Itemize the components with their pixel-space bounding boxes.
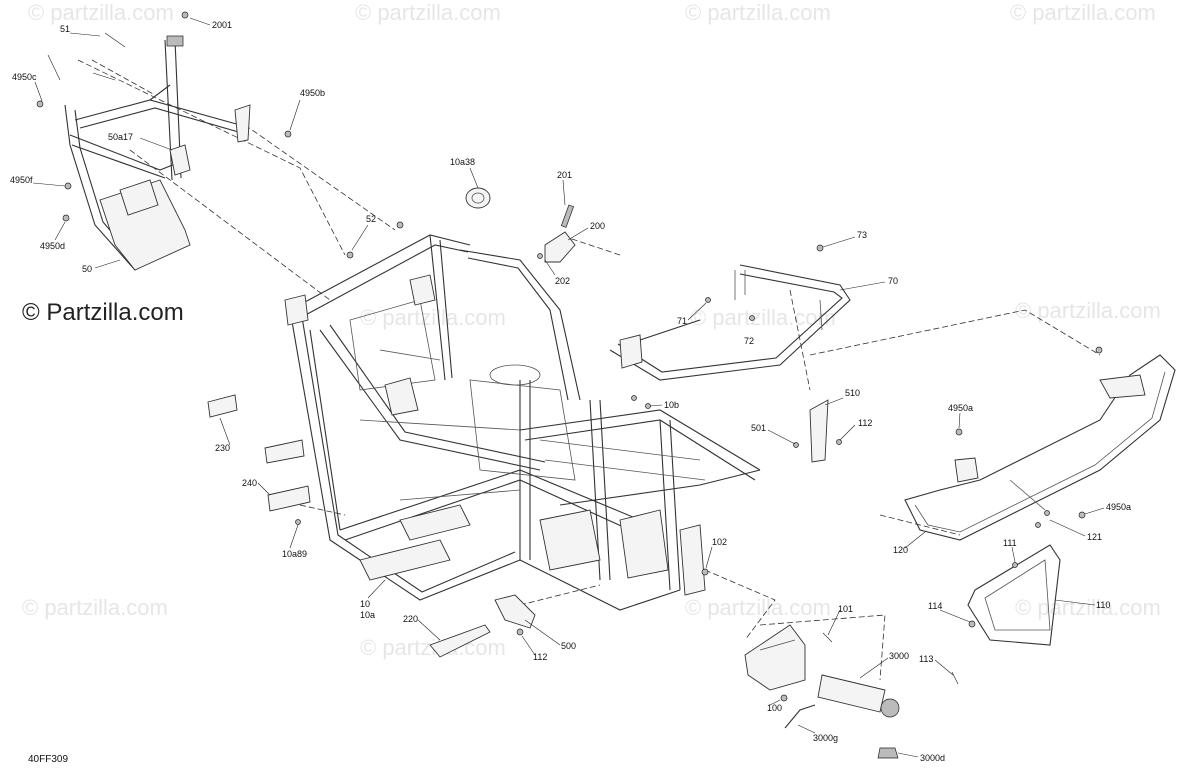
watermark: © partzilla.com (1015, 298, 1161, 323)
watermark: © partzilla.com (28, 0, 174, 25)
callout-120[interactable]: 120 (893, 545, 908, 555)
callout-101[interactable]: 101 (838, 604, 853, 614)
callout-50[interactable]: 50 (82, 264, 92, 274)
callout-51[interactable]: 51 (60, 24, 70, 34)
hitch-receiver-3000 (784, 674, 900, 759)
callout-202[interactable]: 202 (555, 276, 570, 286)
cap-10a38 (465, 187, 491, 209)
callout-71[interactable]: 71 (677, 316, 687, 326)
callout-3000g[interactable]: 3000g (813, 733, 838, 743)
callout-10a[interactable]: 10a (360, 610, 375, 620)
callout-110[interactable]: 110 (1096, 600, 1110, 610)
callout-102[interactable]: 102 (712, 537, 727, 547)
callout-500[interactable]: 500 (561, 641, 576, 651)
callout-201[interactable]: 201 (557, 170, 572, 180)
callout-4950d[interactable]: 4950d (40, 241, 65, 251)
leader-lines (32, 17, 1105, 758)
callout-4950f[interactable]: 4950f (10, 175, 33, 185)
callout-100[interactable]: 100 (767, 703, 782, 713)
callout-4950a[interactable]: 4950a (948, 403, 973, 413)
main-frame-10 (284, 234, 761, 611)
callout-10b[interactable]: 10b (664, 400, 679, 410)
callout-112[interactable]: 112 (858, 418, 872, 428)
callout-72[interactable]: 72 (744, 336, 754, 346)
callout-50a17[interactable]: 50a17 (108, 132, 133, 142)
callout-3000d[interactable]: 3000d (920, 753, 945, 763)
watermark: © partzilla.com (690, 305, 836, 330)
callout-2001[interactable]: 2001 (212, 20, 232, 30)
callout-113[interactable]: 113 (919, 654, 933, 664)
watermark: © partzilla.com (355, 0, 501, 25)
watermark-layer: © partzilla.com © partzilla.com © partzi… (22, 0, 1161, 660)
callout-121[interactable]: 121 (1087, 532, 1102, 542)
callout-200[interactable]: 200 (590, 221, 605, 231)
watermark: © partzilla.com (1015, 595, 1161, 620)
callout-114[interactable]: 114 (928, 601, 942, 611)
watermark: © partzilla.com (22, 595, 168, 620)
callout-230[interactable]: 230 (215, 443, 230, 453)
callout-10[interactable]: 10 (360, 599, 370, 609)
callout-112[interactable]: 112 (533, 652, 547, 662)
bracket-110 (967, 544, 1061, 646)
watermark: © partzilla.com (360, 305, 506, 330)
diagram-code: 40FF309 (28, 754, 68, 765)
callout-10a89[interactable]: 10a89 (282, 549, 307, 559)
callout-510[interactable]: 510 (845, 388, 860, 398)
callout-10a38[interactable]: 10a38 (450, 157, 475, 167)
callout-70[interactable]: 70 (888, 276, 898, 286)
plate-220 (429, 624, 491, 658)
rear-subframe-50 (64, 35, 251, 271)
rack-70 (609, 264, 851, 381)
callout-240[interactable]: 240 (242, 478, 257, 488)
watermark: © partzilla.com (1010, 0, 1156, 25)
callout-220[interactable]: 220 (403, 614, 418, 624)
hitch-bracket-100 (744, 624, 806, 691)
callout-4950c[interactable]: 4950c (12, 72, 37, 82)
reflectors (207, 394, 311, 512)
brand-watermark: © Partzilla.com (22, 299, 184, 326)
callout-501[interactable]: 501 (751, 423, 766, 433)
bracket-500 (494, 594, 536, 629)
bracket-200 (544, 204, 576, 263)
callout-111[interactable]: 111 (1003, 538, 1017, 548)
hardware (36, 11, 1103, 702)
callout-4950b[interactable]: 4950b (300, 88, 325, 98)
callout-4950a[interactable]: 4950a (1106, 502, 1131, 512)
front-bumper-120 (904, 354, 1176, 541)
callout-labels: 2001 51 4950c 4950b 50a17 4950f 4950d 50… (10, 20, 1131, 763)
callout-52[interactable]: 52 (366, 214, 376, 224)
bracket-510 (809, 399, 829, 463)
callout-73[interactable]: 73 (857, 230, 867, 240)
watermark: © partzilla.com (685, 595, 831, 620)
callout-3000[interactable]: 3000 (889, 651, 909, 661)
watermark: © partzilla.com (685, 0, 831, 25)
assembly-dashed-lines (77, 59, 1101, 681)
